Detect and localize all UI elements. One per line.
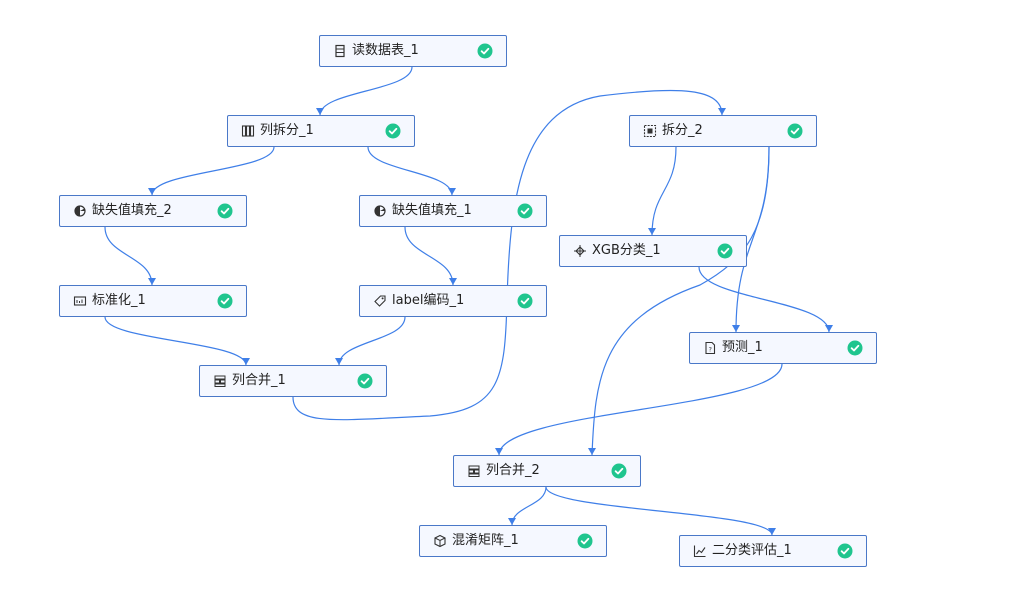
edge-arrowhead xyxy=(588,448,596,455)
node-label: 列拆分_1 xyxy=(260,123,314,138)
node-n12[interactable]: 混淆矩阵_1 xyxy=(419,525,607,557)
edge-arrowhead xyxy=(718,108,726,115)
tag-icon xyxy=(373,294,387,308)
node-n10[interactable]: ? 预测_1 xyxy=(689,332,877,364)
edge-n4-to-n6[interactable] xyxy=(404,226,454,286)
node-label: label编码_1 xyxy=(392,293,465,308)
status-success-icon xyxy=(517,293,533,309)
node-label: 预测_1 xyxy=(722,340,763,355)
status-success-icon xyxy=(787,123,803,139)
status-success-icon xyxy=(577,533,593,549)
edge-arrowhead xyxy=(508,518,516,525)
line-chart-icon xyxy=(693,544,707,558)
edge-arrowhead xyxy=(335,358,343,365)
edge-arrowhead xyxy=(242,358,250,365)
node-n3[interactable]: 缺失值填充_2 xyxy=(59,195,247,227)
edge-arrowhead xyxy=(448,188,456,195)
node-label: 缺失值填充_1 xyxy=(392,203,472,218)
status-success-icon xyxy=(217,203,233,219)
node-label: 缺失值填充_2 xyxy=(92,203,172,218)
svg-text:?: ? xyxy=(708,346,711,354)
column-split-icon xyxy=(241,124,255,138)
merge-icon xyxy=(213,374,227,388)
status-success-icon xyxy=(837,543,853,559)
status-success-icon xyxy=(517,203,533,219)
node-label: 读数据表_1 xyxy=(352,43,419,58)
status-success-icon xyxy=(717,243,733,259)
edge-n10-to-n11[interactable] xyxy=(498,363,783,456)
status-success-icon xyxy=(385,123,401,139)
model-icon xyxy=(573,244,587,258)
cube-icon xyxy=(433,534,447,548)
edge-n5-to-n7[interactable] xyxy=(104,316,247,366)
node-n1[interactable]: 读数据表_1 xyxy=(319,35,507,67)
edge-arrowhead xyxy=(768,528,776,535)
edge-n2-to-n4[interactable] xyxy=(367,146,453,196)
node-label: 列合并_1 xyxy=(232,373,286,388)
edge-arrowhead xyxy=(732,325,740,332)
edge-arrowhead xyxy=(148,278,156,285)
status-success-icon xyxy=(477,43,493,59)
predict-icon: ? xyxy=(703,341,717,355)
split-icon xyxy=(643,124,657,138)
status-success-icon xyxy=(847,340,863,356)
node-n6[interactable]: label编码_1 xyxy=(359,285,547,317)
edge-arrowhead xyxy=(648,228,656,235)
status-success-icon xyxy=(217,293,233,309)
edge-arrowhead xyxy=(316,108,324,115)
node-label: XGB分类_1 xyxy=(592,243,661,258)
node-n9[interactable]: XGB分类_1 xyxy=(559,235,747,267)
node-label: 二分类评估_1 xyxy=(712,543,792,558)
edge-n8-to-n11[interactable] xyxy=(591,146,770,456)
node-label: 列合并_2 xyxy=(486,463,540,478)
edge-arrowhead xyxy=(148,188,156,195)
half-circle-icon xyxy=(373,204,387,218)
merge-icon xyxy=(467,464,481,478)
node-label: 标准化_1 xyxy=(92,293,146,308)
edge-n6-to-n7[interactable] xyxy=(338,316,406,366)
node-n7[interactable]: 列合并_1 xyxy=(199,365,387,397)
node-n13[interactable]: 二分类评估_1 xyxy=(679,535,867,567)
table-icon xyxy=(333,44,347,58)
edge-n8-to-n9[interactable] xyxy=(651,146,677,236)
node-n8[interactable]: 拆分_2 xyxy=(629,115,817,147)
node-label: 混淆矩阵_1 xyxy=(452,533,519,548)
edge-arrowhead xyxy=(825,325,833,332)
edge-n9-to-n10[interactable] xyxy=(698,266,830,333)
edge-n2-to-n3[interactable] xyxy=(151,146,275,196)
node-n2[interactable]: 列拆分_1 xyxy=(227,115,415,147)
edge-arrowhead xyxy=(449,278,457,285)
status-success-icon xyxy=(357,373,373,389)
status-success-icon xyxy=(611,463,627,479)
node-n5[interactable]: 标准化_1 xyxy=(59,285,247,317)
half-circle-icon xyxy=(73,204,87,218)
edge-n11-to-n12[interactable] xyxy=(511,486,547,526)
normalize-icon xyxy=(73,294,87,308)
edge-n1-to-n2[interactable] xyxy=(319,66,413,116)
edge-n3-to-n5[interactable] xyxy=(104,226,153,286)
node-n4[interactable]: 缺失值填充_1 xyxy=(359,195,547,227)
edge-arrowhead xyxy=(495,448,503,455)
node-label: 拆分_2 xyxy=(662,123,703,138)
node-n11[interactable]: 列合并_2 xyxy=(453,455,641,487)
